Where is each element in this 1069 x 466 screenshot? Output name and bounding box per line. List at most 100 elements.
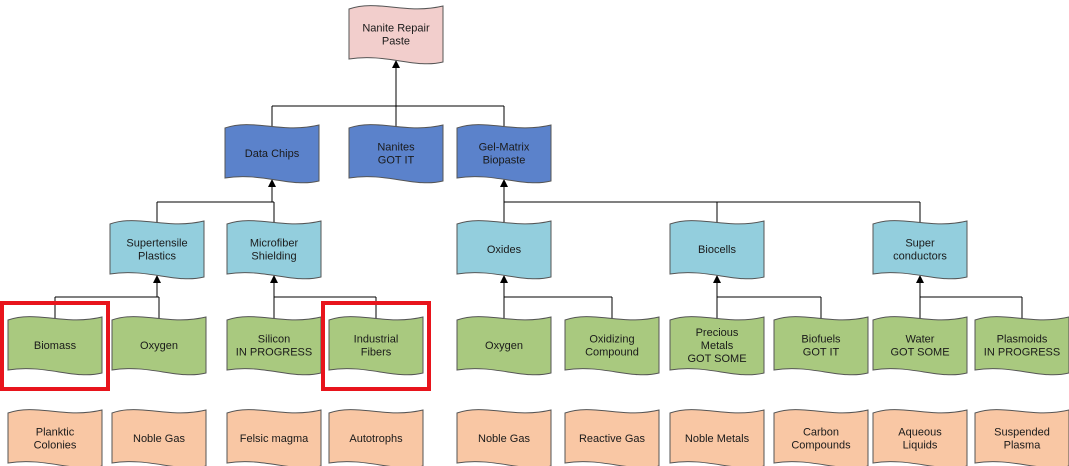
connector-superconductors [916,275,1023,318]
node-shape [669,409,765,466]
node-shape [669,316,765,376]
node-shape [109,220,205,280]
node-shape [456,220,552,280]
node-oxides: Oxides [456,220,552,280]
node-label: Felsic magma [240,433,309,445]
node-felsic-magma: Felsic magma [226,409,322,466]
node-label: Noble Metals [685,433,750,445]
node-label: Gel-Matrix [479,142,530,154]
node-label: Reactive Gas [579,433,646,445]
node-label: Biomass [34,340,77,352]
node-label: Supertensile [126,238,187,250]
connector-microfiber-shielding [270,275,377,318]
node-label: Oxidizing [589,334,634,346]
node-shape [456,316,552,376]
connector-nanite-repair-paste [271,60,505,126]
highlights [0,301,431,391]
node-label: Microfiber [250,238,299,250]
connector-biocells [713,275,822,318]
node-label: Aqueous [898,427,942,439]
node-shape [348,124,444,184]
node-label: Oxygen [485,340,523,352]
node-shape [974,409,1069,466]
node-label: Data Chips [245,148,300,160]
node-shape [872,220,968,280]
node-label: Liquids [903,440,938,452]
node-label: Carbon [803,427,839,439]
node-label: IN PROGRESS [984,347,1060,359]
node-label: GOT IT [803,347,840,359]
node-shape [456,409,552,466]
node-label: Biocells [698,244,736,256]
node-label: Plastics [138,251,176,263]
node-shape [226,409,322,466]
node-label: Biopaste [483,155,526,167]
node-label: IN PROGRESS [236,347,312,359]
node-noble-gas-1: Noble Gas [111,409,207,466]
node-label: Paste [382,36,410,48]
node-label: Oxides [487,244,522,256]
node-shape [872,316,968,376]
node-reactive-gas: Reactive Gas [564,409,660,466]
node-label: Oxygen [140,340,178,352]
node-label: Suspended [994,427,1050,439]
connectors [54,60,1023,318]
node-label: Nanites [377,142,415,154]
node-biomass: Biomass [7,316,103,376]
node-oxygen-2: Oxygen [456,316,552,376]
node-shape [974,316,1069,376]
node-label: Fibers [361,347,392,359]
node-noble-gas-2: Noble Gas [456,409,552,466]
connector-oxides [500,275,613,318]
node-data-chips: Data Chips [224,124,320,184]
node-shape [669,220,765,280]
node-label: Noble Gas [133,433,185,445]
connector-gel-matrix-biopaste [500,179,921,222]
highlight-box-industrial-fibers [321,301,431,391]
node-label: Plasmoids [997,334,1048,346]
node-shape [773,409,869,466]
node-label: Super [905,238,935,250]
node-label: Nanite Repair [362,23,430,35]
node-label: Autotrophs [349,433,403,445]
node-oxygen-1: Oxygen [111,316,207,376]
node-shape [872,409,968,466]
node-label: Plasma [1004,440,1042,452]
node-shape [111,409,207,466]
node-shape [226,220,322,280]
node-shape [7,316,103,376]
node-shape [773,316,869,376]
node-label: Industrial [354,334,399,346]
node-label: GOT SOME [687,353,746,365]
node-shape [564,316,660,376]
node-shape [348,5,444,65]
highlight-box-biomass [0,301,110,391]
node-label: Water [906,334,935,346]
node-shape [224,124,320,184]
node-autotrophs: Autotrophs [328,409,424,466]
node-shape [328,409,424,466]
node-shape [111,316,207,376]
node-label: Planktic [36,427,75,439]
node-label: Silicon [258,334,290,346]
node-shape [7,409,103,466]
node-label: Precious [696,327,739,339]
connector-supertensile-plastics [54,275,161,318]
node-label: conductors [893,251,947,263]
